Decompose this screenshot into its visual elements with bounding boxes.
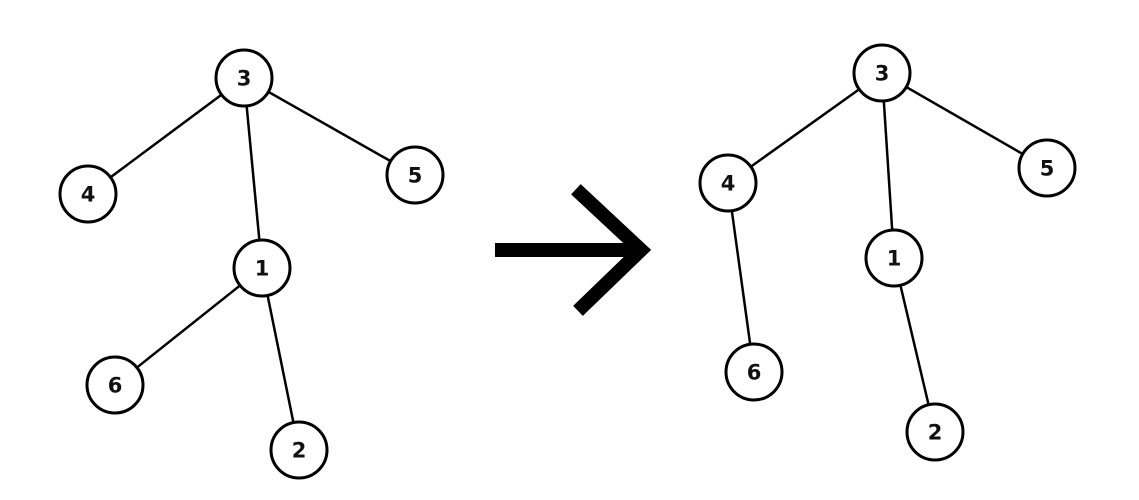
node-label: 6 [108, 373, 123, 397]
edge-3-4 [727, 71, 883, 185]
node-before-4: 4 [58, 164, 118, 224]
edge-4-6 [726, 182, 756, 373]
node-after-1: 1 [864, 228, 924, 288]
node-circle [852, 43, 912, 103]
node-label: 3 [237, 66, 252, 90]
node-label: 4 [81, 182, 96, 206]
node-label: 5 [1040, 156, 1055, 180]
edge-1-2 [892, 257, 937, 433]
node-circle [864, 228, 924, 288]
node-after-2: 2 [905, 402, 965, 462]
node-after-4: 4 [698, 153, 758, 213]
arrow-head [571, 184, 652, 316]
node-circle [58, 164, 118, 224]
tree-after: 3 4 5 1 6 2 [698, 43, 1077, 462]
node-before-1: 1 [232, 238, 292, 298]
node-circle [385, 145, 445, 205]
node-after-6: 6 [724, 342, 784, 402]
node-circle [905, 402, 965, 462]
node-label: 2 [292, 438, 307, 462]
edge-3-1 [242, 77, 264, 269]
node-label: 3 [875, 61, 890, 85]
edge-3-5 [243, 76, 416, 177]
node-circle [85, 355, 145, 415]
node-label: 1 [255, 256, 270, 280]
node-circle [269, 420, 329, 480]
node-after-3: 3 [852, 43, 912, 103]
node-label: 6 [747, 360, 762, 384]
node-circle [724, 342, 784, 402]
arrow-icon [495, 184, 652, 316]
tree-before: 3 4 5 1 6 2 [58, 48, 445, 480]
node-circle [214, 48, 274, 108]
node-before-6: 6 [85, 355, 145, 415]
node-label: 1 [887, 246, 902, 270]
edge-3-1 [880, 72, 896, 259]
node-circle [232, 238, 292, 298]
node-label: 5 [408, 163, 423, 187]
node-before-2: 2 [269, 420, 329, 480]
node-after-5: 5 [1017, 138, 1077, 198]
edge-1-6 [114, 267, 263, 386]
edge-3-4 [87, 76, 245, 196]
node-before-3: 3 [214, 48, 274, 108]
node-circle [698, 153, 758, 213]
edge-3-5 [881, 71, 1048, 170]
edge-1-2 [260, 267, 301, 451]
node-before-5: 5 [385, 145, 445, 205]
node-circle [1017, 138, 1077, 198]
node-label: 2 [928, 420, 943, 444]
node-label: 4 [721, 171, 736, 195]
